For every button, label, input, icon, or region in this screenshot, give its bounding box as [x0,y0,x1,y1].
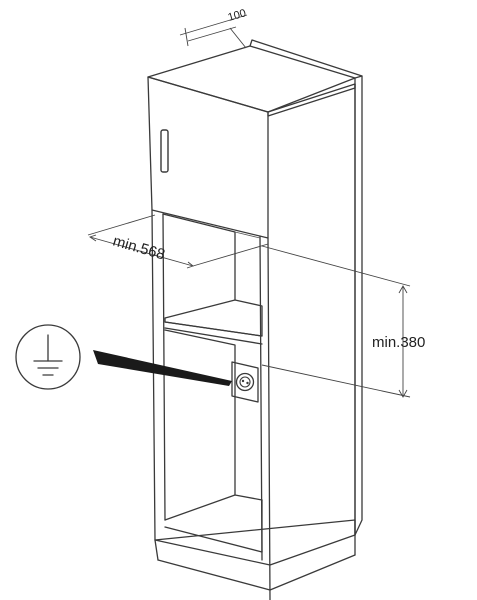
pointer-arrow [93,350,232,386]
dimension-depth-gap: 100 [179,7,248,49]
power-socket-icon [231,361,259,403]
dimension-min-width: min.568 [87,214,269,269]
oven-niche [164,329,263,553]
open-niche [162,213,263,345]
upper-cabinet-door [147,45,356,239]
min-height-label: min.380 [372,334,425,351]
tall-cabinet-body [151,39,363,600]
ground-symbol-icon [15,324,81,390]
min-width-label: min.568 [111,233,167,264]
dimension-min-height: min.380 [261,245,425,398]
door-handle [160,129,169,173]
depth-gap-label: 100 [227,7,248,24]
